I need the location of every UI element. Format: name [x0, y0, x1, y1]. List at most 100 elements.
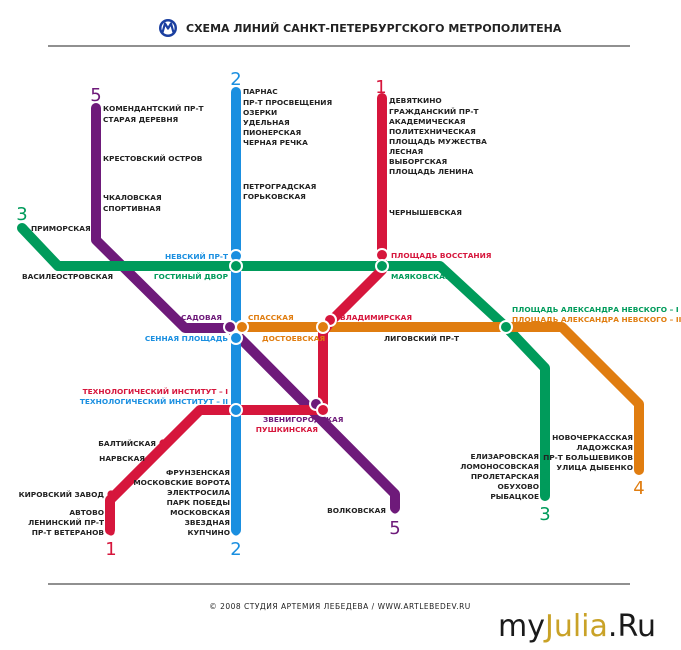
station-dot[interactable]: [232, 128, 240, 136]
station-label[interactable]: ВЫБОРГСКАЯ: [389, 157, 448, 166]
station-dot[interactable]: [159, 439, 167, 447]
station-label[interactable]: ЛАДОЖСКАЯ: [576, 443, 633, 452]
station-dot[interactable]: [541, 482, 549, 490]
station-dot[interactable]: [232, 528, 240, 536]
station-dot[interactable]: [378, 167, 386, 175]
station-dot[interactable]: [378, 127, 386, 135]
station-label[interactable]: МАЯКОВСКАЯ: [391, 272, 451, 281]
station-dot[interactable]: [232, 98, 240, 106]
station-dot[interactable]: [541, 472, 549, 480]
station-dot[interactable]: [232, 468, 240, 476]
station-label[interactable]: ФРУНЗЕНСКАЯ: [166, 468, 230, 477]
station-label[interactable]: ЗВЕНИГОРОДСКАЯ: [263, 415, 344, 424]
station-dot[interactable]: [232, 118, 240, 126]
station-label[interactable]: АВТОВО: [69, 508, 104, 517]
station-dot[interactable]: [92, 204, 100, 212]
station-dot[interactable]: [541, 452, 549, 460]
station-dot[interactable]: [541, 462, 549, 470]
station-label[interactable]: ПУШКИНСКАЯ: [256, 425, 319, 434]
station-dot[interactable]: [378, 157, 386, 165]
station-dot[interactable]: [148, 454, 156, 462]
station-dot[interactable]: [107, 528, 115, 536]
station-label[interactable]: ПРОЛЕТАРСКАЯ: [471, 472, 539, 481]
station-label[interactable]: ГОСТИНЫЙ ДВОР: [154, 272, 229, 281]
station-label[interactable]: ПР-Т БОЛЬШЕВИКОВ: [543, 453, 633, 462]
station-label[interactable]: ПЛОЩАДЬ АЛЕКСАНДРА НЕВСКОГО – I: [512, 305, 679, 314]
station-label[interactable]: ГОРЬКОВСКАЯ: [243, 192, 306, 201]
station-label[interactable]: КИРОВСКИЙ ЗАВОД: [19, 490, 105, 499]
station-label[interactable]: ПЛОЩАДЬ ЛЕНИНА: [389, 167, 474, 176]
station-label[interactable]: ПЕТРОГРАДСКАЯ: [243, 182, 317, 191]
station-dot[interactable]: [635, 443, 643, 451]
station-label[interactable]: НЕВСКИЙ ПР-Т: [165, 252, 228, 261]
station-dot[interactable]: [232, 192, 240, 200]
station-dot[interactable]: [541, 492, 549, 500]
station-dot[interactable]: [232, 488, 240, 496]
station-dot[interactable]: [107, 518, 115, 526]
station-label[interactable]: ЛЕНИНСКИЙ ПР-Т: [28, 518, 104, 527]
station-dot[interactable]: [378, 96, 386, 104]
transfer-mayakovskaya-marker[interactable]: [375, 259, 389, 273]
station-dot[interactable]: [232, 518, 240, 526]
transfer-tekhnolog2-marker[interactable]: [229, 403, 243, 417]
station-label[interactable]: ЛЕСНАЯ: [389, 147, 424, 156]
station-label[interactable]: ЧЕРНЫШЕВСКАЯ: [389, 208, 462, 217]
station-dot[interactable]: [92, 154, 100, 162]
station-label[interactable]: СПАССКАЯ: [248, 313, 294, 322]
station-label[interactable]: ОЗЕРКИ: [243, 108, 277, 117]
transfer-pushkinskaya-marker[interactable]: [316, 403, 330, 417]
station-label[interactable]: ВАСИЛЕОСТРОВСКАЯ: [22, 272, 113, 281]
station-label[interactable]: ПЛОЩАДЬ МУЖЕСТВА: [389, 137, 487, 146]
station-label[interactable]: СТАРАЯ ДЕРЕВНЯ: [103, 115, 179, 124]
station-dot[interactable]: [635, 463, 643, 471]
transfer-sennaya-marker[interactable]: [229, 331, 243, 345]
station-label[interactable]: ЧКАЛОВСКАЯ: [103, 193, 162, 202]
station-label[interactable]: ГРАЖДАНСКИЙ ПР-Т: [389, 107, 479, 116]
station-label[interactable]: ЧЕРНАЯ РЕЧКА: [243, 138, 308, 147]
transfer-sadovaya-marker[interactable]: [223, 320, 237, 334]
station-label[interactable]: ВОЛКОВСКАЯ: [327, 506, 386, 515]
station-label[interactable]: ПАРНАС: [243, 87, 278, 96]
station-dot[interactable]: [635, 453, 643, 461]
station-dot[interactable]: [232, 508, 240, 516]
station-dot[interactable]: [92, 104, 100, 112]
station-label[interactable]: ЗВЕЗДНАЯ: [185, 518, 231, 527]
station-dot[interactable]: [232, 87, 240, 95]
station-label[interactable]: ТЕХНОЛОГИЧЕСКИЙ ИНСТИТУТ – I: [83, 387, 229, 396]
station-label[interactable]: СПОРТИВНАЯ: [103, 204, 161, 213]
transfer-dostoevskaya-marker[interactable]: [316, 320, 330, 334]
station-label[interactable]: ПАРК ПОБЕДЫ: [167, 498, 230, 507]
station-dot[interactable]: [409, 323, 417, 331]
station-label[interactable]: КУПЧИНО: [187, 528, 230, 537]
station-label[interactable]: ДОСТОЕВСКАЯ: [262, 334, 325, 343]
station-label[interactable]: ОБУХОВО: [497, 482, 539, 491]
station-label[interactable]: ЕЛИЗАРОВСКАЯ: [470, 452, 539, 461]
station-label[interactable]: МОСКОВСКИЕ ВОРОТА: [133, 478, 230, 487]
station-dot[interactable]: [378, 117, 386, 125]
station-label[interactable]: ВЛАДИМИРСКАЯ: [340, 313, 412, 322]
transfer-nevskogo1-marker[interactable]: [499, 320, 513, 334]
station-dot[interactable]: [92, 115, 100, 123]
transfer-spasskaya-marker[interactable]: [235, 320, 249, 334]
station-label[interactable]: РЫБАЦКОЕ: [490, 492, 539, 501]
station-label[interactable]: ЭЛЕКТРОСИЛА: [167, 488, 230, 497]
station-dot[interactable]: [232, 478, 240, 486]
station-dot[interactable]: [20, 224, 28, 232]
station-dot[interactable]: [378, 147, 386, 155]
station-dot[interactable]: [232, 138, 240, 146]
station-dot[interactable]: [391, 506, 399, 514]
station-label[interactable]: ПР-Т ВЕТЕРАНОВ: [32, 528, 105, 537]
station-label[interactable]: ТЕХНОЛОГИЧЕСКИЙ ИНСТИТУТ – II: [80, 397, 228, 406]
station-label[interactable]: ПОЛИТЕХНИЧЕСКАЯ: [389, 127, 476, 136]
station-label[interactable]: УЛИЦА ДЫБЕНКО: [556, 463, 633, 472]
station-label[interactable]: МОСКОВСКАЯ: [170, 508, 230, 517]
station-label[interactable]: СЕННАЯ ПЛОЩАДЬ: [145, 334, 229, 343]
station-dot[interactable]: [107, 508, 115, 516]
station-label[interactable]: УДЕЛЬНАЯ: [243, 118, 290, 127]
station-label[interactable]: ПР-Т ПРОСВЕЩЕНИЯ: [243, 98, 332, 107]
station-dot[interactable]: [58, 262, 66, 270]
transfer-gostiny-marker[interactable]: [229, 259, 243, 273]
station-label[interactable]: САДОВАЯ: [181, 313, 222, 322]
station-label[interactable]: ПЛОЩАДЬ АЛЕКСАНДРА НЕВСКОГО – II: [512, 315, 681, 324]
station-label[interactable]: ПРИМОРСКАЯ: [31, 224, 91, 233]
